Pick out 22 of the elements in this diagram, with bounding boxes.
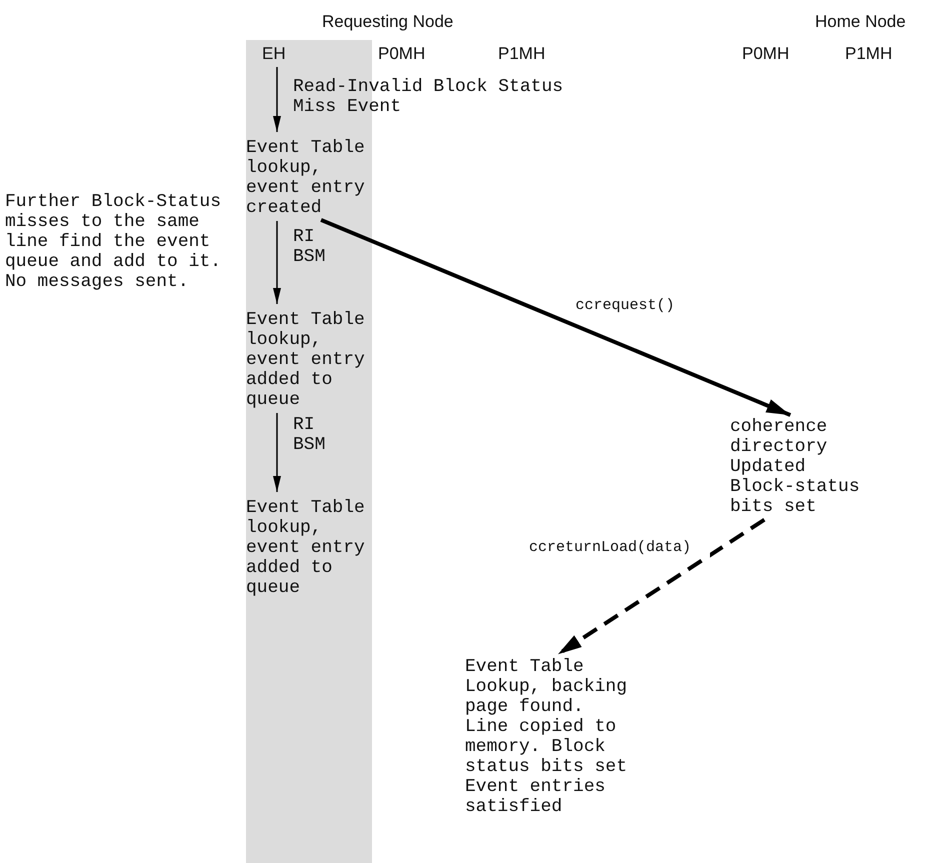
column-heading: P0MH: [378, 44, 426, 64]
edge-label: Read-Invalid Block Status Miss Event: [293, 77, 564, 117]
arrow: [320, 218, 792, 417]
edge-label: RI BSM: [293, 227, 326, 267]
step-text: coherence directory Updated Block-status bits set: [730, 417, 861, 517]
step-text: Event Table Lookup, backing page found. Line copied to memory. Block status bits set Event entries satisfied: [465, 657, 628, 817]
section-heading: Home Node: [815, 12, 906, 32]
column-heading: P0MH: [742, 44, 790, 64]
note-text: Further Block-Status misses to the same line find the event queue and add to it. No messages sent.: [5, 192, 222, 292]
arrow: [556, 518, 766, 656]
step-text: Event Table lookup, event entry added to queue: [246, 498, 366, 598]
edge-label: RI BSM: [293, 415, 326, 455]
column-heading: P1MH: [845, 44, 892, 64]
section-heading: Requesting Node: [322, 12, 454, 32]
arrow: [273, 221, 281, 304]
column-heading: P1MH: [498, 44, 546, 64]
arrow: [273, 413, 281, 492]
arrow: [273, 67, 281, 132]
step-text: Event Table lookup, event entry created: [246, 138, 366, 218]
step-text: Event Table lookup, event entry added to queue: [246, 310, 366, 410]
edge-label: ccrequest(): [574, 296, 676, 316]
column-heading: EH: [262, 44, 286, 64]
